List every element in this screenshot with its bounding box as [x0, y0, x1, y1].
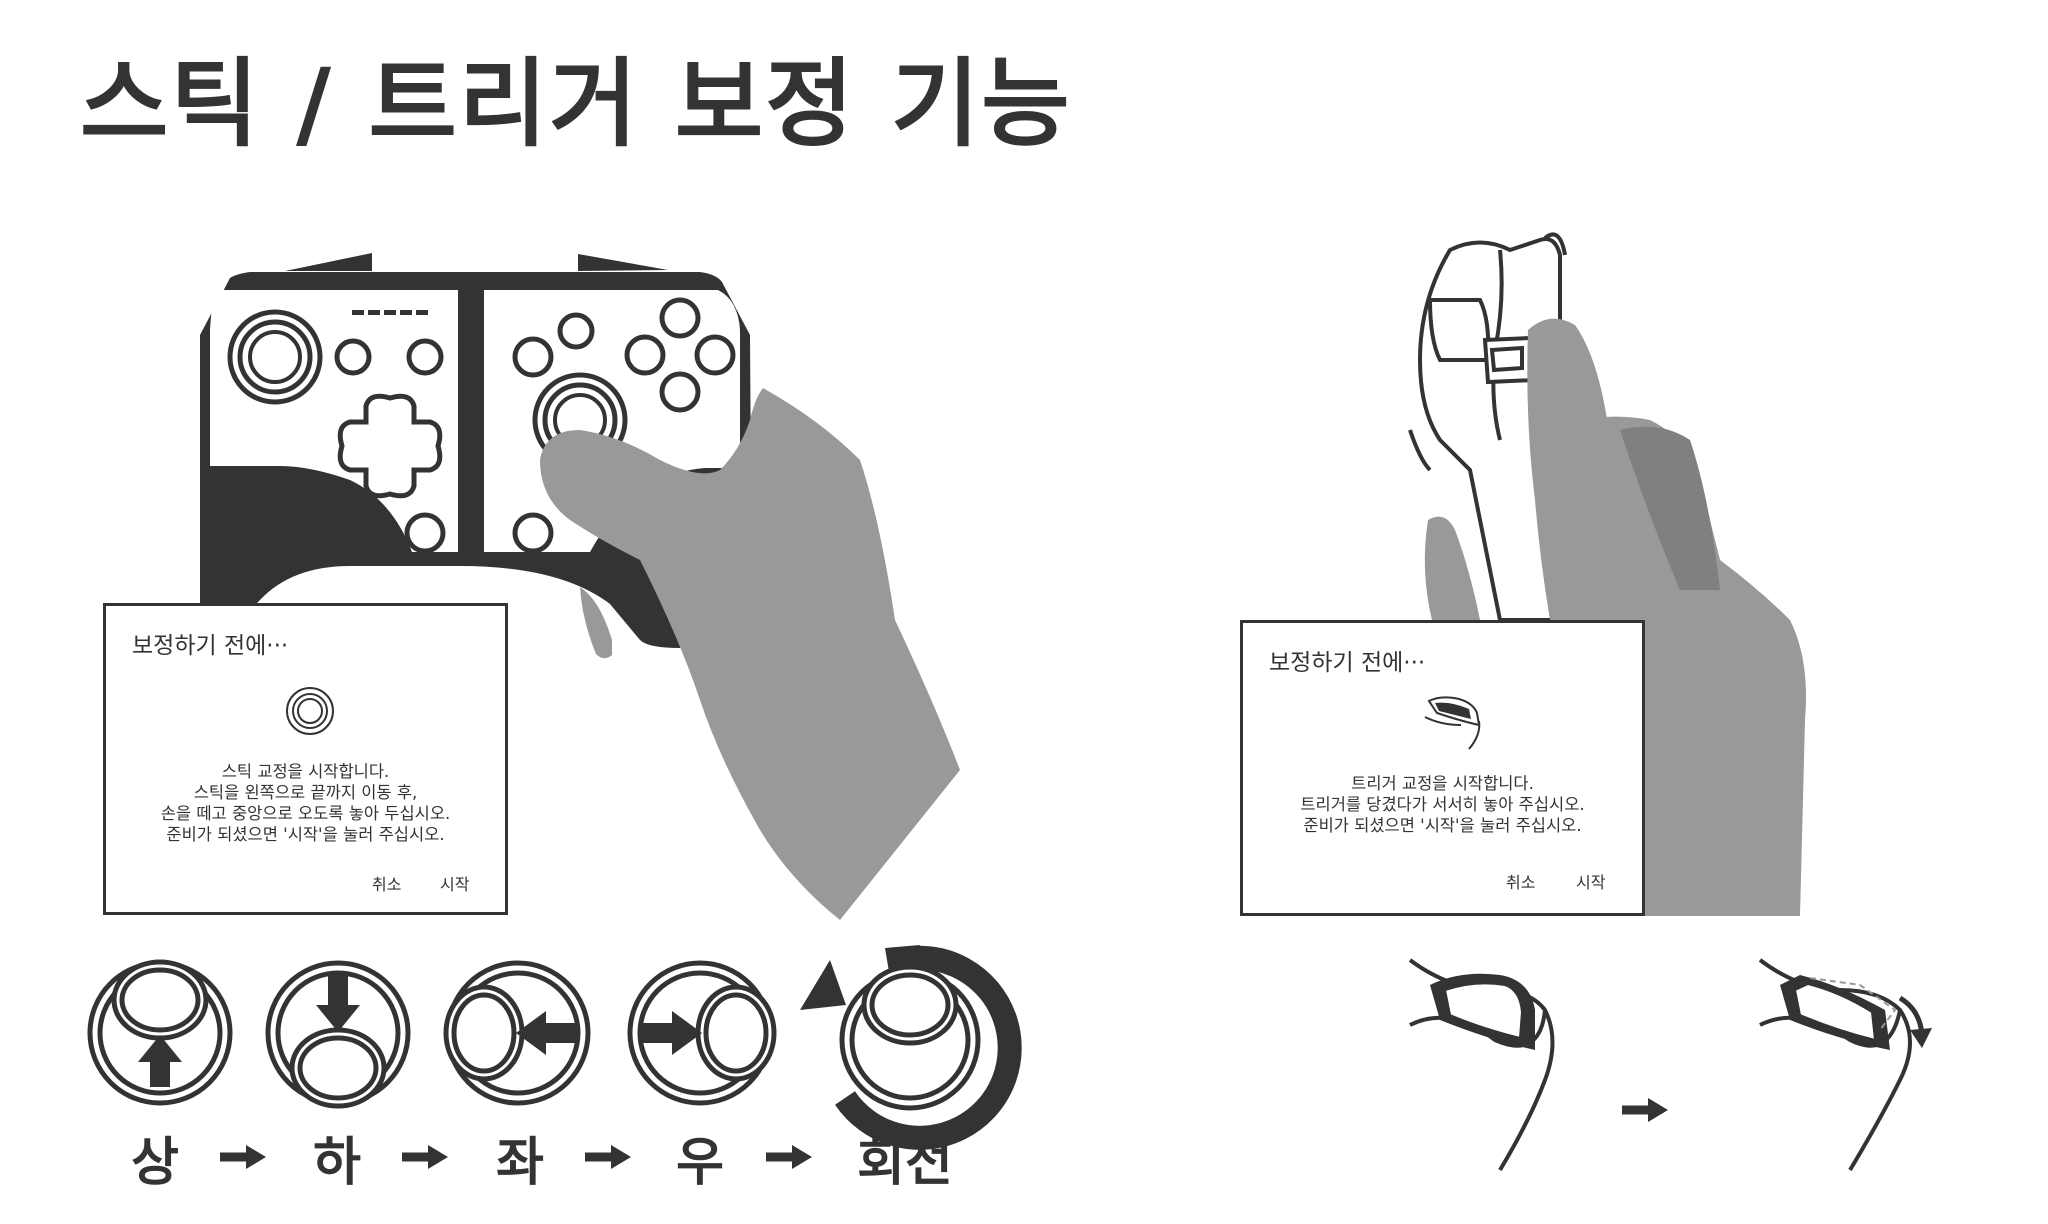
trigger-icon	[1421, 691, 1491, 751]
step-label-right: 우	[676, 1120, 724, 1195]
trigger-calibration-dialog: 보정하기 전에··· 트리거 교정을 시작합니다. 트리거를 당겼다가 서서히 …	[1240, 620, 1645, 916]
dialog-title: 보정하기 전에···	[132, 626, 288, 660]
arrow-right-icon	[585, 1145, 631, 1169]
dialog-message-line: 트리거 교정을 시작합니다.	[1243, 773, 1642, 794]
arrow-right-icon	[220, 1145, 266, 1169]
dialog-message-line: 스틱 교정을 시작합니다.	[106, 761, 505, 782]
trigger-icon	[1760, 960, 1932, 1170]
dialog-message-line: 준비가 되셨으면 '시작'을 눌러 주십시오.	[1243, 815, 1642, 836]
arrow-right-icon	[402, 1145, 448, 1169]
dialog-message: 스틱 교정을 시작합니다. 스틱을 왼쪽으로 끝까지 이동 후, 손을 떼고 중…	[106, 761, 505, 845]
hand-icon	[540, 388, 960, 920]
step-label-down: 하	[313, 1120, 361, 1195]
stick-icon	[285, 686, 335, 736]
cancel-button[interactable]: 취소	[1506, 869, 1535, 893]
stick-left-icon	[446, 963, 588, 1103]
arrow-right-icon	[766, 1145, 812, 1169]
dialog-title: 보정하기 전에···	[1269, 643, 1425, 677]
trigger-icon	[1410, 960, 1553, 1170]
cancel-button[interactable]: 취소	[372, 871, 401, 895]
start-button[interactable]: 시작	[1576, 869, 1605, 893]
step-label-left: 좌	[496, 1120, 544, 1195]
start-button[interactable]: 시작	[440, 871, 469, 895]
dialog-message-line: 트리거를 당겼다가 서서히 놓아 주십시오.	[1243, 794, 1642, 815]
stick-rotate-icon	[800, 945, 1010, 1138]
step-label-up: 상	[131, 1120, 179, 1195]
dialog-message-line: 준비가 되셨으면 '시작'을 눌러 주십시오.	[106, 824, 505, 845]
dialog-message-line: 스틱을 왼쪽으로 끝까지 이동 후,	[106, 782, 505, 803]
dialog-message-line: 손을 떼고 중앙으로 오도록 놓아 두십시오.	[106, 803, 505, 824]
stick-up-icon	[90, 962, 230, 1103]
stick-calibration-dialog: 보정하기 전에··· 스틱 교정을 시작합니다. 스틱을 왼쪽으로 끝까지 이동…	[103, 603, 508, 915]
stick-down-icon	[268, 963, 408, 1106]
dialog-message: 트리거 교정을 시작합니다. 트리거를 당겼다가 서서히 놓아 주십시오. 준비…	[1243, 773, 1642, 836]
step-label-rotate: 회전	[857, 1120, 953, 1195]
stick-right-icon	[630, 963, 774, 1103]
arrow-right-icon	[1622, 1098, 1668, 1122]
